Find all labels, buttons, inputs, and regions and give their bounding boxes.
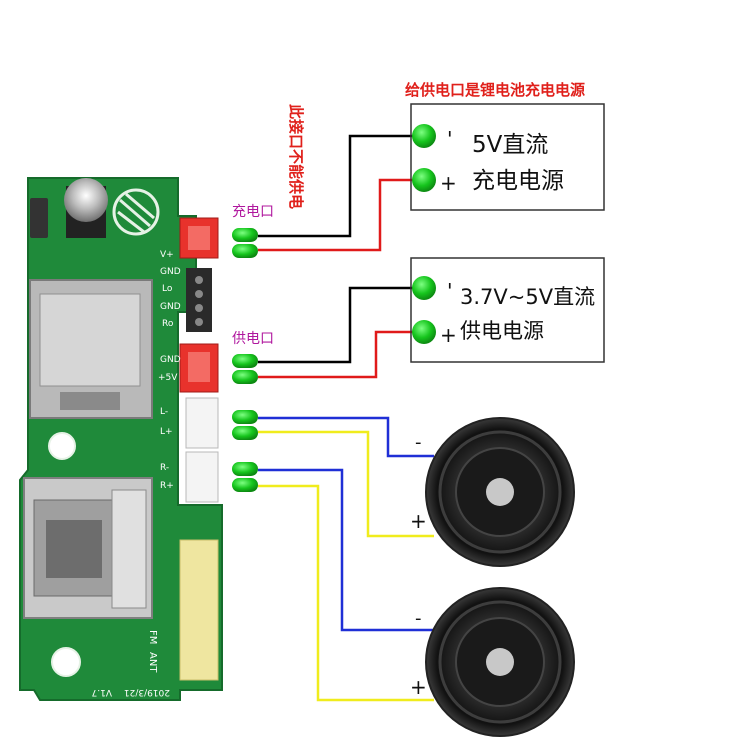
- mount-hole-mid: [48, 432, 76, 460]
- silk-lo: Lo: [162, 284, 173, 294]
- wire-power-positive: [258, 330, 424, 379]
- power-polarity-top: ': [447, 279, 453, 303]
- silk-gnd-3: GND: [160, 355, 181, 365]
- header-note: 给供电口是锂电池充电电源: [405, 81, 585, 99]
- wire-speaker2-positive: [258, 484, 434, 702]
- right-speaker-dots: [232, 462, 258, 492]
- power-source-pos-dot: [412, 320, 436, 344]
- speaker-2-plus: +: [410, 675, 427, 699]
- power-source-voltage: 3.7V~5V直流: [460, 285, 595, 309]
- power-source-box: ' + 3.7V~5V直流 供电电源: [410, 257, 605, 363]
- silkscreen-labels: V+ GND Lo GND Ro GND +5V L- L+ R- R+ FM …: [57, 250, 180, 717]
- pcb-board: [19, 177, 223, 701]
- wire-speaker1-positive: [258, 430, 434, 538]
- silk-r-minus: R-: [160, 463, 169, 473]
- silk-ro: Ro: [162, 319, 174, 329]
- power-polarity-bottom: +: [440, 323, 457, 347]
- silk-date: 2019/3/21: [124, 687, 170, 697]
- pcb-logo-circle: [112, 188, 160, 236]
- silk-gnd-2: GND: [160, 302, 181, 312]
- charge-source-neg-dot: [412, 124, 436, 148]
- silk-gnd-1: GND: [160, 267, 181, 277]
- power-port-dots: [232, 354, 258, 384]
- charge-source-box: ' + 5V直流 充电电源: [410, 103, 605, 211]
- charge-polarity-top: ': [447, 127, 453, 151]
- left-speaker-connector: [185, 397, 219, 449]
- mount-hole-bottom: [51, 647, 81, 677]
- power-source-neg-dot: [412, 276, 436, 300]
- wire-charge-positive: [258, 178, 424, 252]
- silk-r-plus: R+: [160, 481, 174, 491]
- wire-speaker1-negative: [258, 416, 434, 458]
- charge-port-dots: [232, 228, 258, 258]
- silk-l-minus: L-: [160, 407, 168, 417]
- silk-vplus: V+: [160, 250, 174, 260]
- charge-source-voltage: 5V直流: [472, 132, 548, 158]
- charge-source-name: 充电电源: [472, 168, 564, 194]
- power-source-name: 供电电源: [460, 319, 544, 343]
- speaker-2-dome: [486, 648, 514, 676]
- wire-power-negative: [258, 286, 424, 364]
- speaker-1-dome: [486, 478, 514, 506]
- bluetooth-module: [179, 539, 219, 681]
- connection-dots: [232, 124, 436, 492]
- silk-model: DW-CT10E-BT: [57, 698, 180, 717]
- wires: [258, 134, 434, 702]
- speaker-1-plus: +: [410, 509, 427, 533]
- speaker-2-minus: -: [415, 608, 422, 629]
- silk-l-plus: L+: [160, 427, 173, 437]
- wire-charge-negative: [258, 134, 424, 238]
- side-note: 此接口不能供电: [287, 104, 305, 209]
- charge-polarity-bottom: +: [440, 171, 457, 195]
- charge-source-pos-dot: [412, 168, 436, 192]
- switch-component: [30, 198, 48, 238]
- silk-ant: ANT: [147, 652, 158, 673]
- speaker-1: - +: [410, 417, 575, 567]
- speaker-1-minus: -: [415, 432, 422, 453]
- silk-version: V1.7: [92, 687, 112, 697]
- capacitor-top: [64, 178, 108, 222]
- silk-5v: +5V: [158, 373, 178, 383]
- speaker-2: - +: [410, 587, 575, 737]
- wire-speaker2-negative: [258, 468, 434, 632]
- silk-fm: FM: [147, 630, 158, 644]
- power-port-label: 供电口: [232, 331, 274, 347]
- charge-port-label: 充电口: [232, 204, 274, 220]
- board-connectors: [179, 217, 219, 503]
- left-speaker-dots: [232, 410, 258, 440]
- right-speaker-connector: [185, 451, 219, 503]
